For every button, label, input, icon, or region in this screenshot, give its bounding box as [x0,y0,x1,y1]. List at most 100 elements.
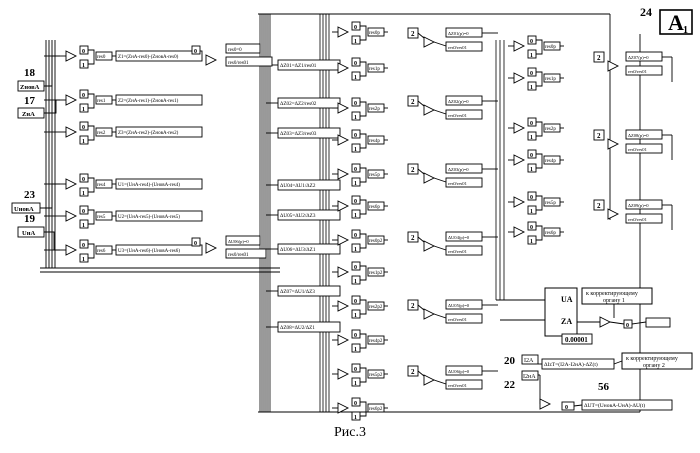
output-label: res0/res01 [448,249,468,254]
const-zero-label: 0 [530,39,533,45]
mux-count: 2 [411,30,415,38]
res-label: res0=0 [228,48,242,53]
comparator-triangle [424,105,434,115]
formula-mid-label: ΔZ03=ΔZ3/res03 [280,131,317,137]
const-zero-label: 0 [194,241,197,247]
output-label: res0/res01 [628,217,648,222]
output-label: ΔU06(p)=0 [448,369,470,374]
output-label: res0/res01 [448,383,468,388]
const-one-label: 1 [82,63,85,69]
res-label: res5p [545,201,556,206]
res-label: res0/res01 [228,253,249,258]
input-label: UновА [14,206,34,213]
const-zero-label: 0 [530,225,533,231]
res-label: res1 [97,99,106,104]
const-one-label: 1 [530,53,533,59]
const-zero-label: 0 [354,299,357,305]
output-box [646,318,670,327]
note-organ-2: к корректирующему органу 2 [622,353,692,369]
mux-count: 2 [411,166,415,174]
comparator-triangle [338,135,348,145]
const-one-label: 1 [354,415,357,421]
za-label: ZА [561,317,572,326]
comparator-triangle [514,123,524,133]
input-17: 17 ZнА [18,95,44,118]
const-zero-label: 0 [82,49,85,55]
comparator-triangle [338,403,348,413]
input-23: 23 UновА [12,189,40,213]
const-one-label: 1 [82,139,85,145]
res-label: res4 [97,183,106,188]
formula-mid-label: ΔZ07=ΔU1/ΔZ3 [280,289,315,295]
const-one-label: 1 [530,239,533,245]
svg-text:органу 1: органу 1 [603,298,625,304]
comparator-triangle [514,155,524,165]
const-one-label: 1 [82,191,85,197]
input-label: UнА [22,230,35,237]
input-18: 18 ZновА [18,67,44,91]
label-22: 22 [504,379,516,391]
const-zero-label: 0 [82,93,85,99]
res-label: res4p [545,159,556,164]
comparator-triangle [206,55,216,65]
comparator-triangle [66,245,76,255]
const-zero-label: 0 [530,71,533,77]
res-label: res1p2 [369,271,383,276]
res-label: res6p2 [369,407,383,412]
res-label: res4p2 [369,339,383,344]
comparator-triangle [338,335,348,345]
res-label: res1p [545,77,556,82]
svg-text:к корректирующему: к корректирующему [626,356,678,362]
res-label: res0/res01 [228,61,249,66]
formula-mid-label: ΔZ01=ΔZ1/res01 [280,63,317,69]
label-56: 56 [598,381,610,393]
comparator-triangle [338,201,348,211]
formula-label: Z2=(ZнА-res1)-(ZновА-res1) [118,99,179,104]
output-label: ΔZ07(p)=0 [628,55,649,60]
figure-caption: Рис.3 [0,425,700,441]
const-one-label: 1 [354,347,357,353]
mux-count: 2 [597,54,601,62]
res-label: res1p [369,67,380,72]
input-number: 19 [24,213,36,225]
comparator-triangle [608,209,618,219]
const-zero-label: 0 [354,233,357,239]
res-label: res0p [369,31,380,36]
comparator-triangle [514,73,524,83]
formula-mid-label: ΔU04=ΔU1/ΔZ2 [280,183,316,189]
const-one-label: 1 [82,257,85,263]
comparator-triangle [66,95,76,105]
comparator-triangle [338,235,348,245]
comparator-triangle [66,179,76,189]
formula-mid-label: ΔU05=ΔU2/ΔZ3 [280,213,316,219]
svg-text:к корректирующему: к корректирующему [586,291,638,297]
const-one-label: 1 [530,85,533,91]
output-label: res0/res01 [628,69,648,74]
output-label: res0/res01 [448,181,468,186]
threshold-value: 0.00001 [565,336,588,344]
output-label: res0/res01 [628,147,648,152]
output-label: res0/res01 [448,45,468,50]
const-zero-label: 0 [354,367,357,373]
const-one-label: 1 [354,115,357,121]
res-label: res6p [369,205,380,210]
res-label: res0p2 [369,239,383,244]
const-one-label: 1 [530,135,533,141]
comparator-triangle [514,41,524,51]
output-label: res0/res01 [448,113,468,118]
input-19: 19 UнА [18,213,44,237]
const-zero-label: 0 [354,265,357,271]
mux-count: 2 [411,368,415,376]
formula-mid-label: ΔU06=ΔU3/ΔZ1 [280,247,316,253]
res-label: ΔU06(p)=0 [228,239,249,244]
corner-block-number: 24 [640,5,652,19]
res-label: res6 [97,249,106,254]
const-one-label: 1 [354,39,357,45]
comparator-triangle [424,173,434,183]
input-number: 17 [24,95,36,107]
res-label: res2p [369,107,380,112]
const-zero-label: 0 [194,49,197,55]
res-label: res2 [97,131,106,136]
comparator-triangle [338,63,348,73]
